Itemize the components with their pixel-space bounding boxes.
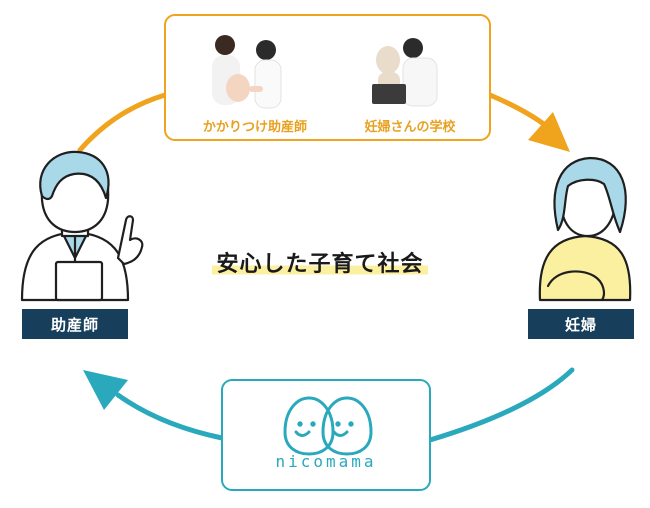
nicomama-logo-icon <box>283 396 373 456</box>
center-title: 安心した子育て社会 <box>190 246 450 278</box>
orange-arc-right <box>487 92 548 128</box>
orange-arc-left <box>77 92 168 153</box>
midwife-label: 助産師 <box>22 309 128 339</box>
nicomama-wordmark: nicomama <box>275 452 377 471</box>
photo-midwife-care <box>212 35 282 109</box>
orange-arrowhead <box>528 112 570 152</box>
center-title-text: 安心した子育て社会 <box>212 252 428 277</box>
teal-arrowhead <box>83 370 128 410</box>
midwife-illustration <box>20 150 144 302</box>
caption-kakaritsuke: かかりつけ助産師 <box>202 120 308 135</box>
teal-arc-left <box>115 392 225 441</box>
photo-school <box>372 38 438 107</box>
teal-arc-right <box>427 367 575 443</box>
pregnant-illustration <box>538 156 632 302</box>
caption-school: 妊婦さんの学校 <box>364 120 456 135</box>
pregnant-label: 妊婦 <box>528 309 634 339</box>
bottom-box-frame <box>221 379 431 491</box>
